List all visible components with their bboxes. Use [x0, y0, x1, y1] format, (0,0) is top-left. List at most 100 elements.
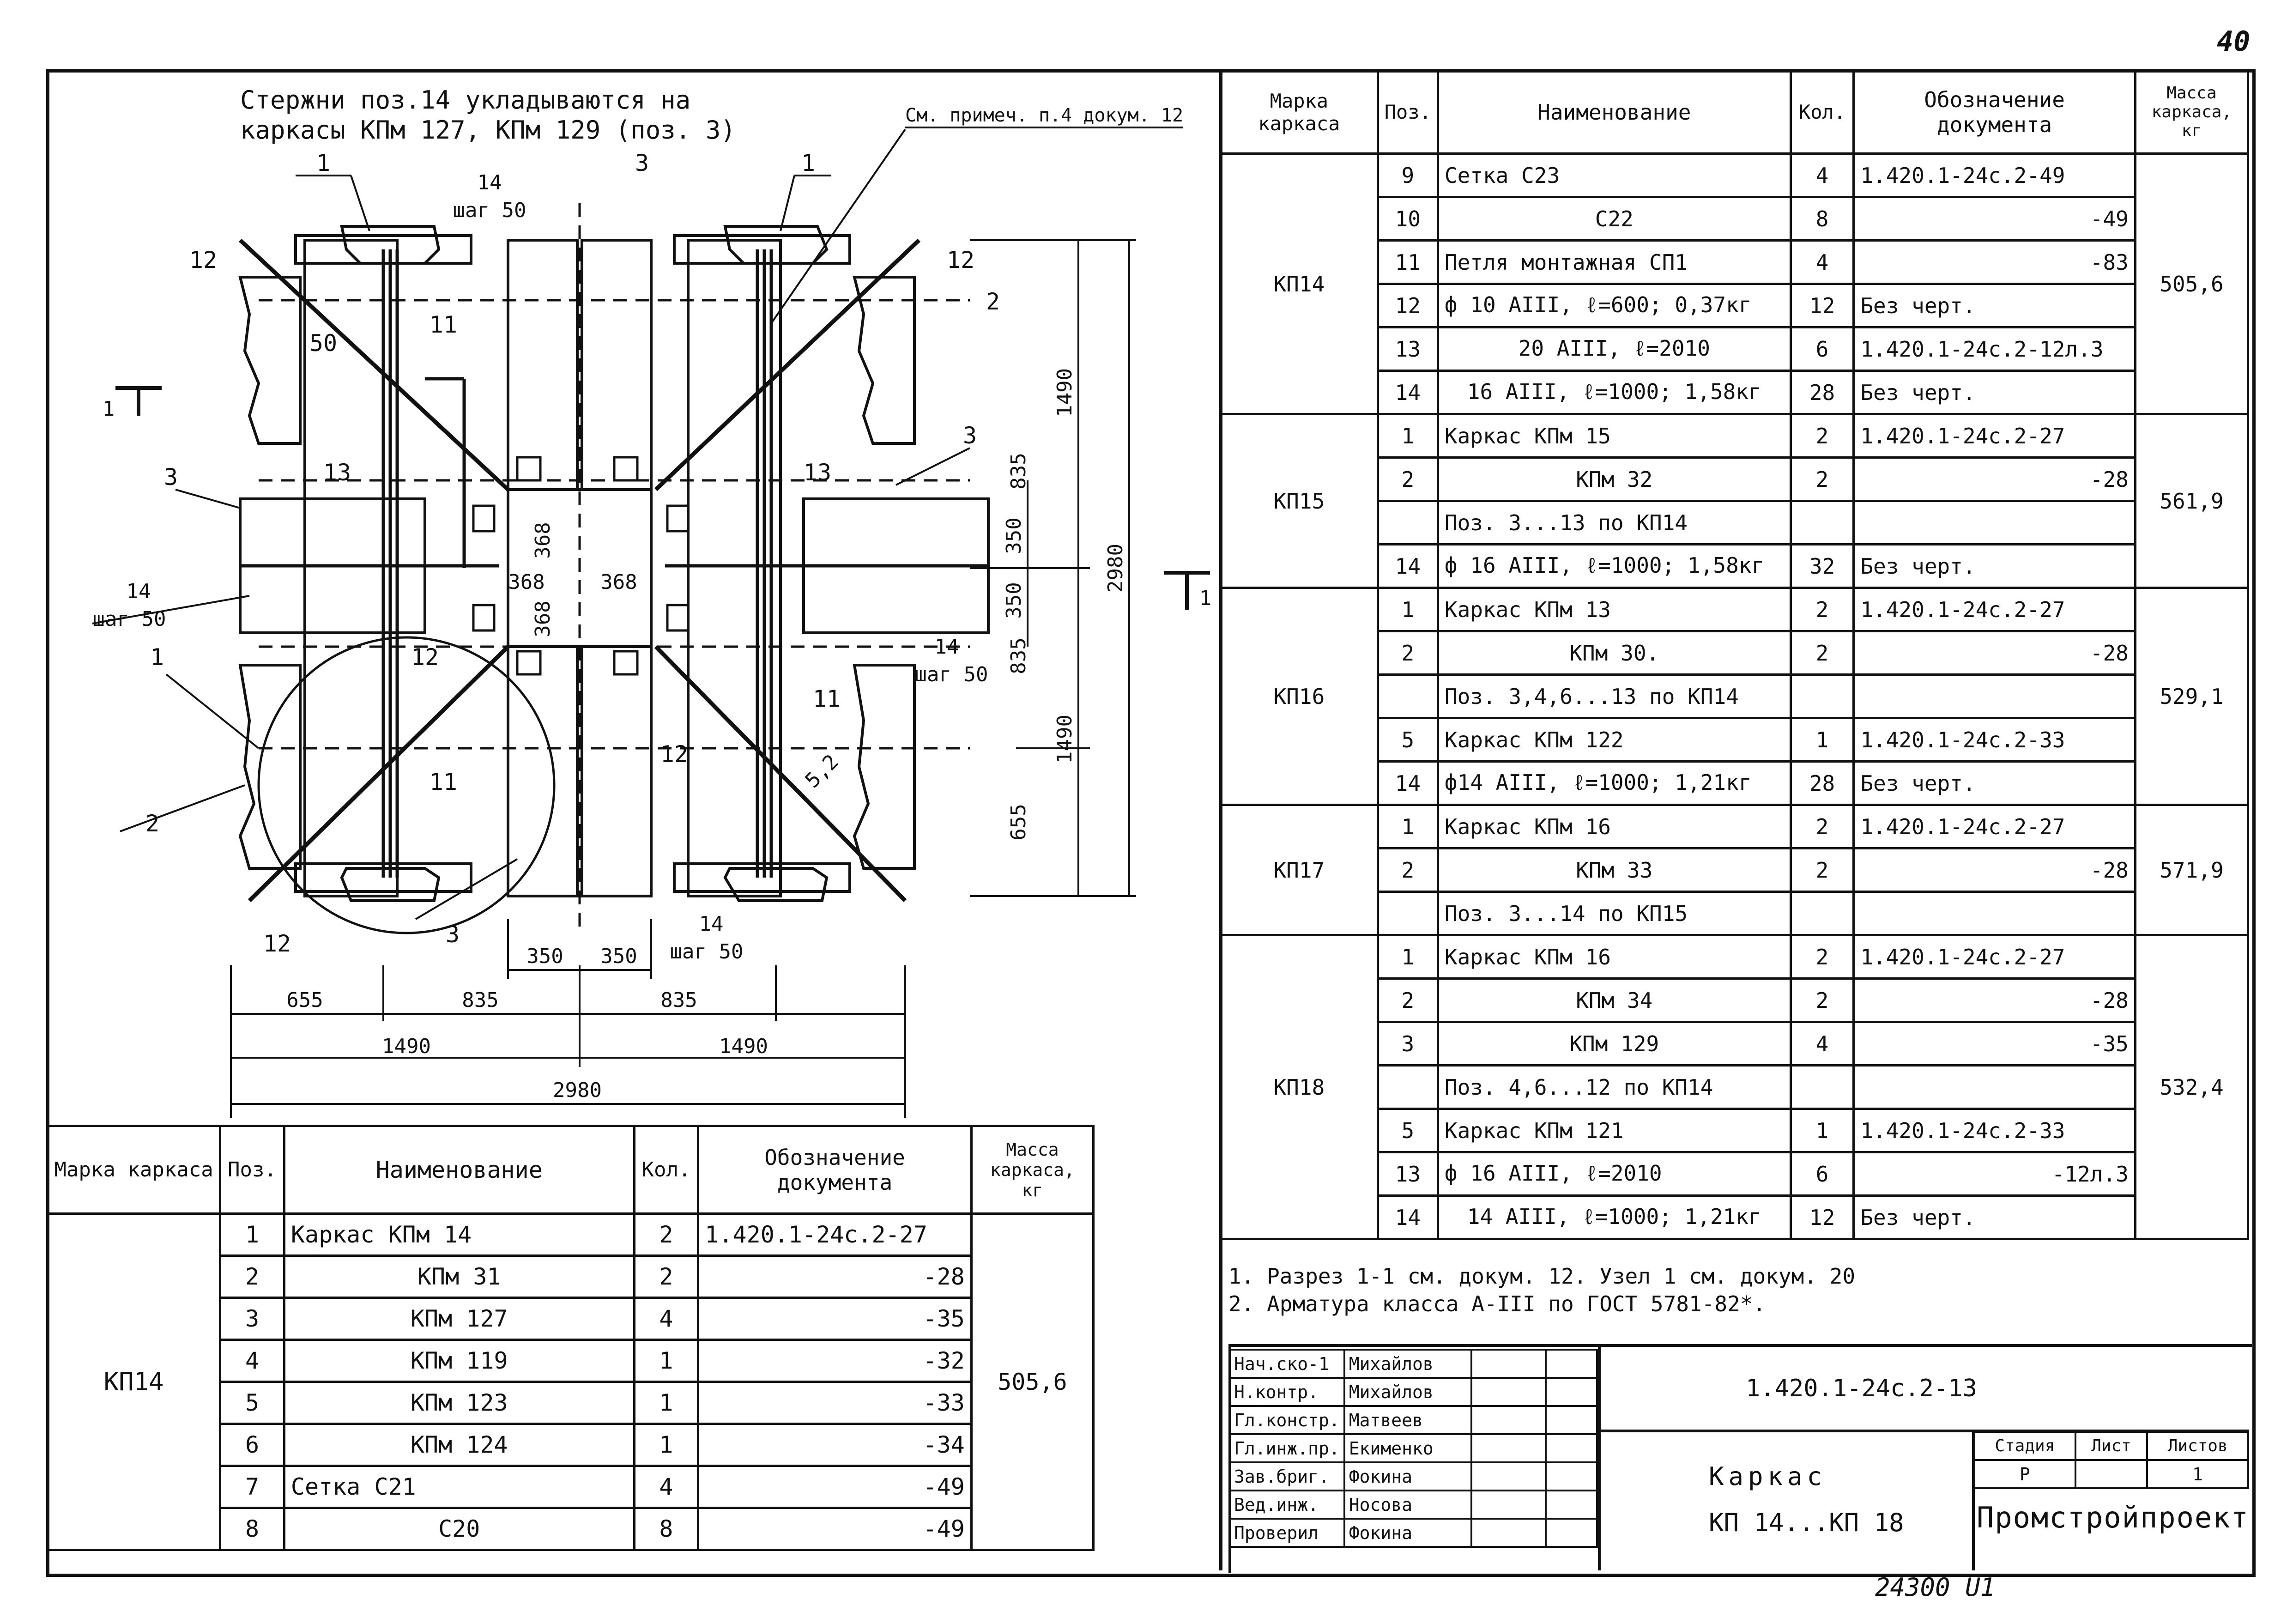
- name-cell: КПм 33: [1436, 847, 1792, 893]
- step-pos: 14: [935, 635, 959, 659]
- qty-cell: 2: [1789, 804, 1855, 849]
- pos-label: 3: [164, 464, 178, 491]
- mark-cell: КП18: [1219, 934, 1379, 1240]
- name-cell: Каркас КПм 14: [283, 1212, 635, 1257]
- doc-cell: -49: [1852, 196, 2136, 242]
- doc-cell: -28: [1852, 847, 2136, 893]
- doc-cell: 1.420.1-24с.2-12л.3: [1852, 326, 2136, 372]
- pos-cell: 5: [1376, 1108, 1439, 1153]
- sheets-label: Листов: [2146, 1431, 2249, 1461]
- pos-cell: [1376, 1064, 1439, 1110]
- signature: [1470, 1377, 1547, 1407]
- pos-cell: 2: [1376, 630, 1439, 676]
- doc-cell: [1852, 1064, 2136, 1110]
- date-cell: [1544, 1433, 1598, 1463]
- doc-cell: [1852, 500, 2136, 545]
- qty-cell: 8: [633, 1507, 700, 1551]
- dim-label: 1490: [1053, 368, 1077, 417]
- sheet-label: Лист: [2074, 1431, 2148, 1461]
- staff-role: Гл.констр.: [1228, 1405, 1345, 1435]
- section-mark: 1: [103, 397, 115, 421]
- dim-label: 1490: [382, 1035, 431, 1058]
- qty-cell: 6: [1789, 1151, 1855, 1197]
- qty-cell: 28: [1789, 760, 1855, 806]
- doc-cell: -34: [697, 1423, 973, 1467]
- date-cell: [1544, 1518, 1598, 1548]
- dim-label: 368: [508, 570, 545, 594]
- col-header-doc: Обозначение документа: [1852, 69, 2136, 155]
- staff-role: Нач.ско-1: [1228, 1349, 1345, 1379]
- pos-cell: 2: [219, 1254, 285, 1299]
- pos-cell: 10: [1376, 196, 1439, 242]
- pos-cell: 14: [1376, 1194, 1439, 1240]
- signature: [1470, 1405, 1547, 1435]
- date-cell: [1544, 1490, 1598, 1520]
- step-pos: 14: [127, 580, 151, 603]
- qty-cell: 2: [1789, 413, 1855, 459]
- qty-cell: [1789, 500, 1855, 545]
- doc-cell: 1.420.1-24с.2-33: [1852, 1108, 2136, 1153]
- col-header-qty: Кол.: [1789, 69, 1855, 155]
- name-cell: Каркас КПм 121: [1436, 1108, 1792, 1153]
- sheet-frame: [46, 69, 2256, 1577]
- dim-label: 350: [1002, 517, 1026, 554]
- qty-cell: 12: [1789, 283, 1855, 328]
- doc-cell: -28: [1852, 977, 2136, 1023]
- pos-label: 13: [804, 459, 831, 486]
- pos-cell: [1376, 500, 1439, 545]
- pos-label: 11: [430, 311, 457, 338]
- name-cell: КПм 127: [283, 1297, 635, 1341]
- name-cell: Поз. 4,6...12 по КП14: [1436, 1064, 1792, 1110]
- staff-role: Н.контр.: [1228, 1377, 1345, 1407]
- name-cell: КПм 124: [283, 1423, 635, 1467]
- name-cell: Каркас КПм 16: [1436, 934, 1792, 980]
- pos-label: 12: [263, 930, 291, 957]
- doc-cell: 1.420.1-24с.2-27: [1852, 804, 2136, 849]
- name-cell: Каркас КПм 122: [1436, 717, 1792, 763]
- name-cell: Петля монтажная СП1: [1436, 239, 1792, 285]
- qty-cell: [1789, 1064, 1855, 1110]
- staff-role: Проверил: [1228, 1518, 1345, 1548]
- doc-cell: -28: [1852, 456, 2136, 502]
- doc-cell: Без черт.: [1852, 283, 2136, 328]
- step-value: шаг 50: [453, 199, 526, 222]
- name-cell: 16 АIII, ℓ=1000; 1,58кг: [1436, 370, 1792, 415]
- pos-cell: 9: [1376, 152, 1439, 198]
- staff-role: Гл.инж.пр.: [1228, 1433, 1345, 1463]
- qty-cell: 2: [633, 1212, 700, 1257]
- mass-cell: 571,9: [2134, 804, 2250, 936]
- name-cell: С20: [283, 1507, 635, 1551]
- dim-label: 350: [1002, 582, 1026, 618]
- pos-cell: 4: [219, 1339, 285, 1383]
- drawing-note-line2: каркасы КПм 127, КПм 129 (поз. 3): [240, 115, 736, 145]
- dim-label: 1490: [1053, 715, 1077, 764]
- pos-cell: 1: [1376, 413, 1439, 459]
- signature: [1470, 1461, 1547, 1491]
- pos-label: 12: [411, 644, 439, 671]
- doc-cell: -33: [697, 1381, 973, 1425]
- qty-cell: 2: [633, 1254, 700, 1299]
- name-cell: КПм 119: [283, 1339, 635, 1383]
- step-value: шаг 50: [915, 663, 988, 686]
- bottom-spec-table: Марка каркаса Поз. Наименование Кол. Обо…: [46, 1125, 1095, 1551]
- name-cell: С22: [1436, 196, 1792, 242]
- qty-cell: 1: [1789, 1108, 1855, 1153]
- doc-cell: [1852, 673, 2136, 719]
- date-cell: [1544, 1349, 1598, 1379]
- name-cell: ф 10 АIII, ℓ=600; 0,37кг: [1436, 283, 1792, 328]
- doc-cell: -83: [1852, 239, 2136, 285]
- staff-role: Зав.бриг.: [1228, 1461, 1345, 1491]
- name-cell: 14 АIII, ℓ=1000; 1,21кг: [1436, 1194, 1792, 1240]
- pos-cell: 2: [1376, 977, 1439, 1023]
- pos-cell: 8: [219, 1507, 285, 1551]
- col-header-mass: Масса каркаса, кг: [970, 1125, 1095, 1215]
- staff-name: Михайлов: [1343, 1377, 1472, 1407]
- staff-name: Фокина: [1343, 1461, 1472, 1491]
- doc-cell: -49: [697, 1507, 973, 1551]
- name-cell: ф 16 АIII, ℓ=1000; 1,58кг: [1436, 543, 1792, 589]
- pos-cell: 7: [219, 1465, 285, 1509]
- pos-label: 13: [323, 459, 351, 486]
- doc-cell: -35: [1852, 1021, 2136, 1067]
- mark-cell: КП17: [1219, 804, 1379, 936]
- qty-cell: [1789, 673, 1855, 719]
